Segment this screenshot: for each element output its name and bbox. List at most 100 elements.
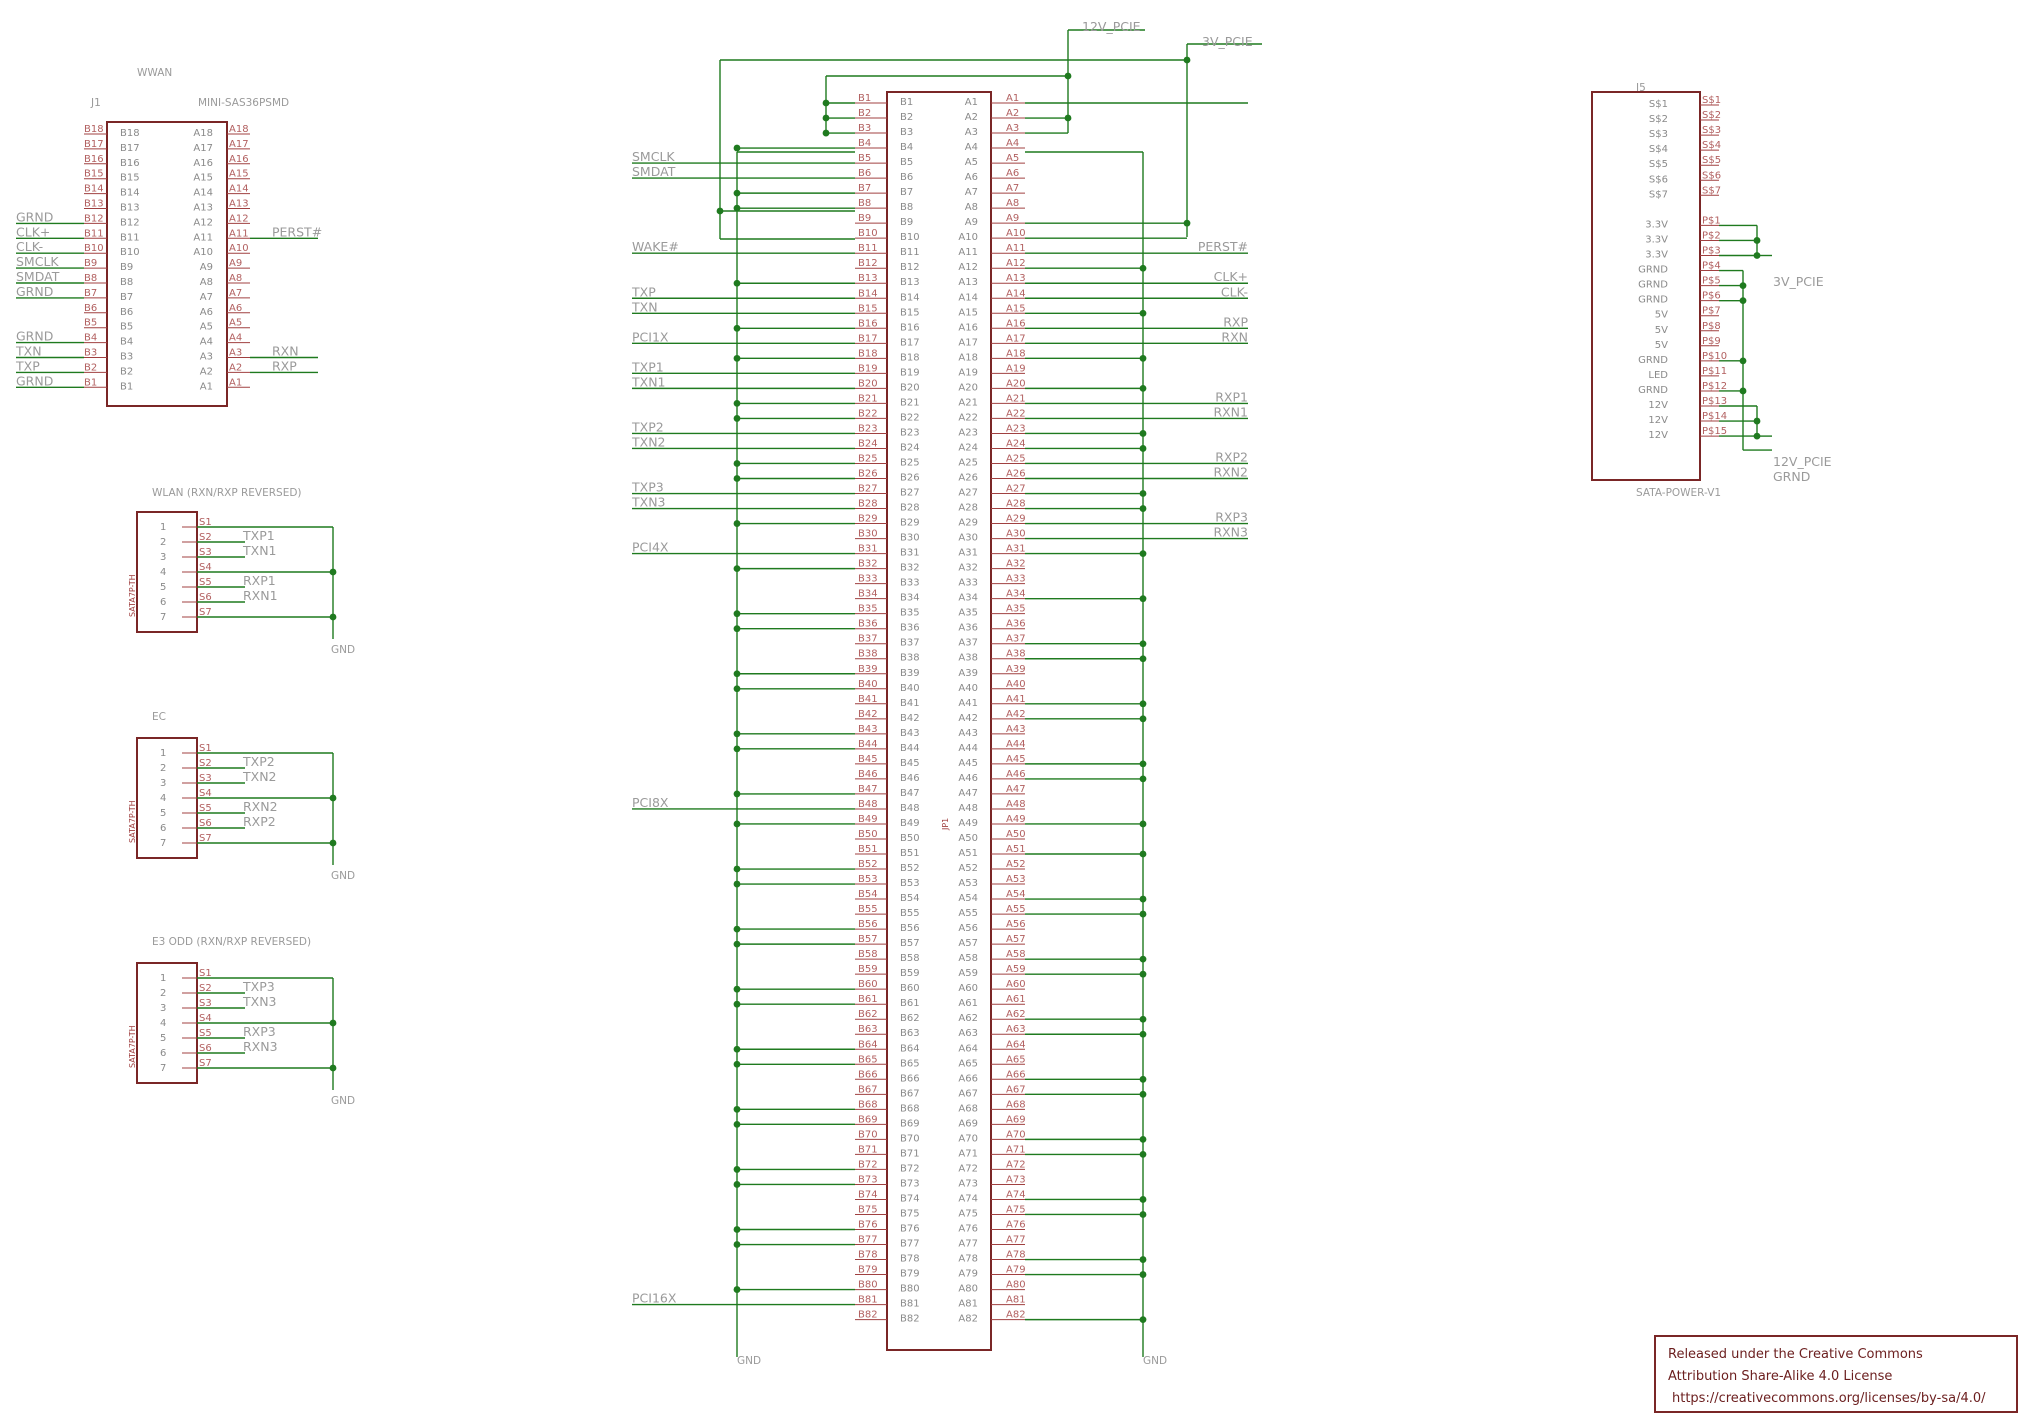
sata-1-pad-1: S1	[199, 743, 212, 754]
sata-0-pad-4: S4	[199, 562, 212, 573]
pcie-pin-a66: A66	[958, 1073, 978, 1084]
junction-dot	[1139, 354, 1147, 362]
pcie-pin-a70: A70	[958, 1133, 978, 1144]
pcie-pad-a58: A58	[1006, 949, 1026, 960]
wwan-net-a2: RXP	[272, 358, 297, 373]
wwan-pin-b14: B14	[120, 188, 140, 199]
power-pad: S$4	[1702, 140, 1721, 151]
pcie-pin-a75: A75	[958, 1208, 978, 1219]
wwan-pad-a4: A4	[229, 333, 242, 344]
wwan-pad-a11: A11	[229, 228, 249, 239]
license-line-3: https://creativecommons.org/licenses/by-…	[1672, 1391, 1986, 1406]
junction-dot	[733, 415, 741, 422]
pcie-pad-b56: B56	[858, 919, 878, 930]
pcie-pad-a53: A53	[1006, 874, 1026, 885]
pcie-net-b28: TXN3	[631, 495, 666, 510]
sata-2-pad-5: S5	[199, 1028, 212, 1039]
pcie-pad-a62: A62	[1006, 1009, 1026, 1020]
junction-dot	[733, 189, 741, 197]
pcie-pad-a82: A82	[1006, 1310, 1026, 1321]
junction-dot	[733, 610, 741, 618]
pcie-pad-a46: A46	[1006, 769, 1026, 780]
pcie-pin-b60: B60	[900, 983, 920, 994]
wwan-pad-b8: B8	[84, 273, 97, 284]
pcie-pin-b51: B51	[900, 848, 920, 859]
pcie-pad-b73: B73	[858, 1174, 878, 1185]
pcie-pin-a67: A67	[958, 1088, 978, 1099]
wwan-pin-a13: A13	[193, 203, 213, 214]
pcie-pad-a12: A12	[1006, 258, 1026, 269]
pcie-net-a30: RXN3	[1213, 525, 1248, 540]
pcie-pad-a11: A11	[1006, 243, 1026, 254]
pcie-pad-a52: A52	[1006, 859, 1026, 870]
pcie-pin-b52: B52	[900, 863, 920, 874]
wwan-pad-b1: B1	[84, 377, 97, 388]
pcie-pad-a27: A27	[1006, 484, 1026, 495]
power-pin-label: GRND	[1638, 280, 1668, 291]
wwan-pad-b9: B9	[84, 258, 97, 269]
wwan-net-b8: SMDAT	[16, 269, 60, 284]
wwan-pin-a6: A6	[200, 307, 213, 318]
pcie-pad-b69: B69	[858, 1114, 878, 1125]
pcie-pad-b17: B17	[858, 333, 878, 344]
sata-0-pin-num: 6	[160, 597, 166, 608]
pcie-pin-b26: B26	[900, 473, 920, 484]
power-pin-label: GRND	[1638, 265, 1668, 276]
pcie-pad-b43: B43	[858, 724, 878, 735]
sata-0-pin-num: 2	[160, 537, 166, 548]
sata-1-pad-6: S6	[199, 818, 212, 829]
pcie-pin-b18: B18	[900, 352, 920, 363]
pcie-net-a25: RXP2	[1215, 449, 1248, 464]
pcie-pad-a76: A76	[1006, 1220, 1026, 1231]
pcie-pin-a65: A65	[958, 1058, 978, 1069]
junction-dot	[733, 1105, 741, 1113]
junction-dot	[1139, 595, 1147, 603]
wwan-pin-b9: B9	[120, 262, 133, 273]
sata-0-net-txp1: TXP1	[242, 528, 275, 543]
pcie-pad-a48: A48	[1006, 799, 1026, 810]
junction-dot	[733, 1181, 741, 1188]
pcie-pad-b36: B36	[858, 619, 878, 630]
pcie-pad-a3: A3	[1006, 123, 1019, 134]
pcie-pin-b15: B15	[900, 307, 920, 318]
pcie-ref: JP1	[941, 818, 950, 831]
pcie-pad-a25: A25	[1006, 453, 1026, 464]
pcie-pin-a55: A55	[958, 908, 978, 919]
pcie-pad-a66: A66	[1006, 1069, 1026, 1080]
pcie-pin-b31: B31	[900, 548, 920, 559]
pcie-pad-b23: B23	[858, 423, 878, 434]
junction-dot	[733, 1286, 741, 1293]
sata-1-net-rxn2: RXN2	[243, 799, 278, 814]
pcie-pin-a7: A7	[965, 187, 978, 198]
pcie-pin-b81: B81	[900, 1299, 920, 1310]
wwan-pad-b10: B10	[84, 243, 104, 254]
sata-2-gnd: GND	[331, 1095, 355, 1107]
pcie-pad-b53: B53	[858, 874, 878, 885]
junction-dot	[1139, 655, 1147, 663]
pcie-pad-a79: A79	[1006, 1265, 1026, 1276]
pcie-pad-a60: A60	[1006, 979, 1026, 990]
junction-dot	[1139, 955, 1147, 963]
sata-1-pin-num: 7	[160, 838, 166, 849]
sata-0-part: SATA7P-TH	[128, 574, 137, 617]
pcie-pad-b19: B19	[858, 363, 878, 374]
pcie-pad-b75: B75	[858, 1204, 878, 1215]
pcie-pad-b21: B21	[858, 393, 878, 404]
pcie-pin-b4: B4	[900, 142, 913, 153]
pcie-pin-a43: A43	[958, 728, 978, 739]
pcie-pad-b24: B24	[858, 438, 878, 449]
power-pin-label: S$2	[1649, 114, 1668, 125]
pcie-pin-b71: B71	[900, 1148, 920, 1159]
junction-dot	[1739, 387, 1747, 395]
wwan-pin-b5: B5	[120, 322, 133, 333]
pcie-net-b15: TXN	[631, 299, 658, 314]
pcie-pin-a39: A39	[958, 668, 978, 679]
pcie-pin-b77: B77	[900, 1239, 920, 1250]
wwan-title: WWAN	[137, 67, 172, 79]
wwan-pad-a8: A8	[229, 273, 242, 284]
pcie-net-a21: RXP1	[1215, 389, 1248, 404]
pcie-pin-a8: A8	[965, 202, 978, 213]
sata-2-pad-7: S7	[199, 1058, 212, 1069]
wwan-net-b10: CLK-	[16, 239, 43, 254]
